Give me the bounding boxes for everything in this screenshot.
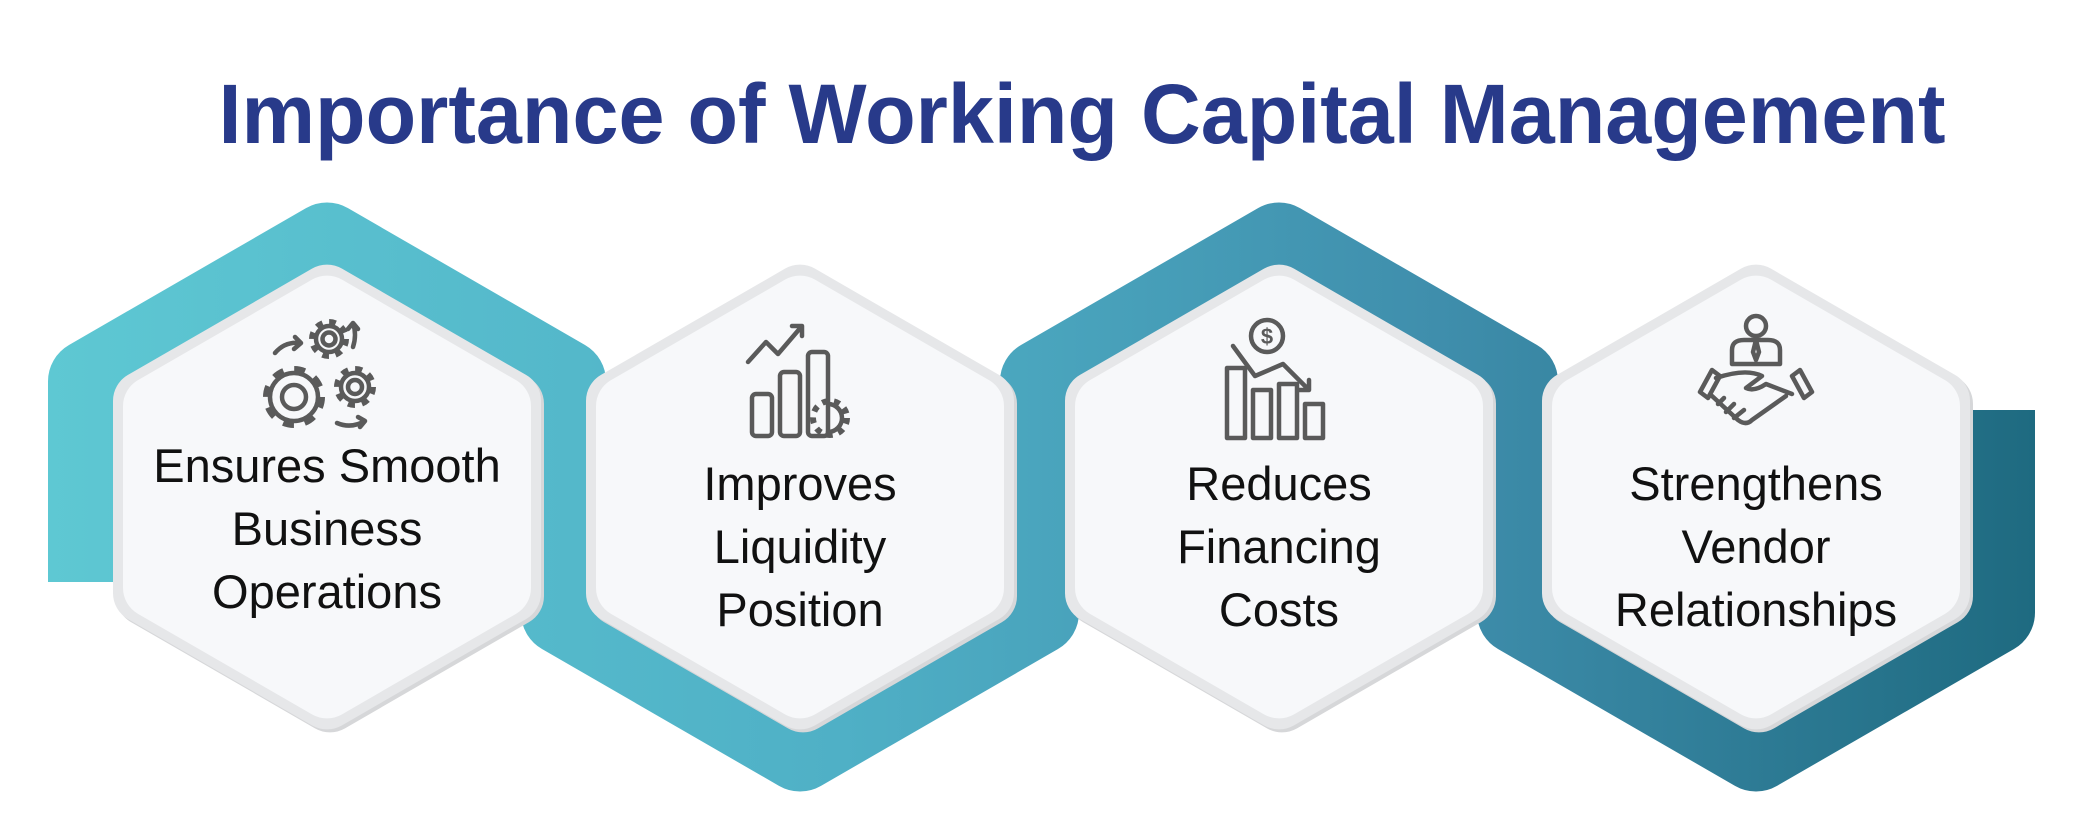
card-label-line: Liquidity (714, 520, 887, 573)
card-label-line: Costs (1219, 583, 1339, 636)
card-face (123, 275, 531, 719)
card-label-line: Business (232, 502, 423, 555)
card-face (1552, 275, 1960, 719)
card-label-line: Ensures Smooth (153, 439, 500, 492)
card-label-line: Position (716, 583, 883, 636)
growth-chart-gear-icon (745, 323, 850, 439)
card-label-line: Improves (703, 457, 896, 510)
card-label-line: Vendor (1682, 520, 1831, 573)
dollar-sign: $ (1261, 324, 1273, 349)
card-label-line: Reduces (1186, 457, 1372, 510)
card-label-line: Relationships (1615, 583, 1897, 636)
card-face (1075, 275, 1483, 719)
card-face (596, 275, 1004, 719)
gears-cycle-icon (263, 319, 376, 430)
page-title: Importance of Working Capital Management (219, 67, 1946, 161)
card-label-line: Strengthens (1629, 457, 1882, 510)
handshake-person-icon (1697, 313, 1815, 426)
card-label-line: Financing (1177, 520, 1381, 573)
card-label-line: Operations (212, 565, 442, 618)
cost-decline-chart-icon: $ (1224, 317, 1326, 441)
